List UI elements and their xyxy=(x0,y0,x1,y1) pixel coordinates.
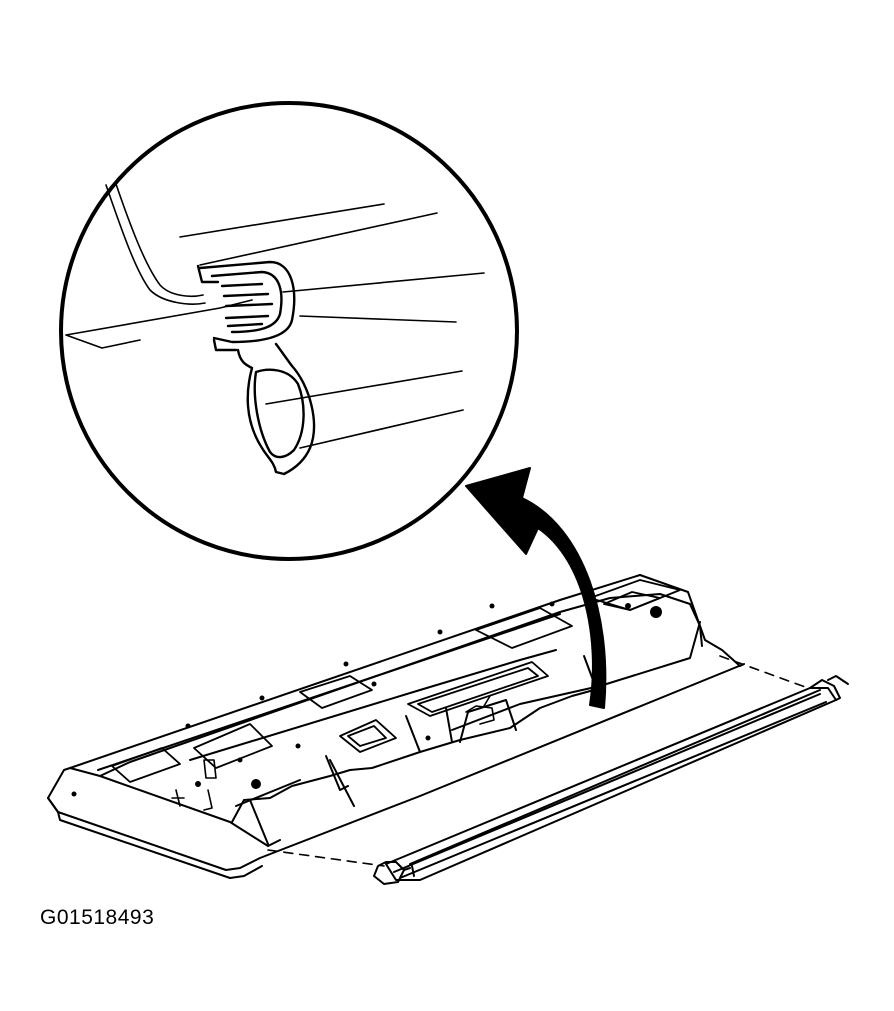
detail-callout xyxy=(59,101,519,561)
indicator-arrow xyxy=(465,467,607,709)
sill-edge-lines xyxy=(65,203,485,449)
cable-lead xyxy=(105,184,206,305)
clip-details xyxy=(171,695,495,811)
alignment-leaders xyxy=(267,655,809,867)
weatherstrip-profile xyxy=(196,260,316,476)
panel-cutouts xyxy=(111,579,681,783)
weatherstrip-rail xyxy=(373,675,849,885)
fasteners xyxy=(71,601,662,797)
callout-circle xyxy=(59,101,519,561)
figure-id-label: G01518493 xyxy=(40,906,155,929)
roof-panel-assembly xyxy=(47,574,745,879)
